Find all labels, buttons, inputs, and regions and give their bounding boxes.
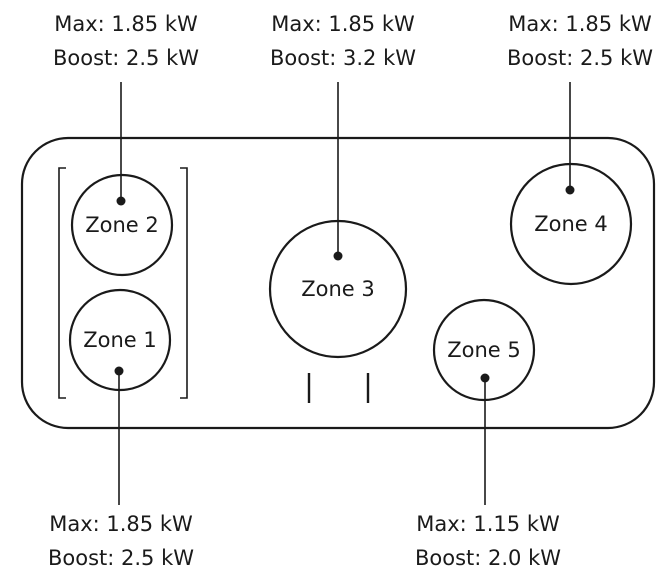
zone-2-max-text: Max: 1.85 kW — [54, 12, 198, 36]
zone-3-max-text: Max: 1.85 kW — [271, 12, 415, 36]
zone-2-boost-text: Boost: 2.5 kW — [53, 46, 199, 70]
zone-1-label: Zone 1 — [83, 328, 157, 352]
zone-2-circle — [70, 173, 174, 277]
zone-5-boost-text: Boost: 2.0 kW — [415, 546, 561, 570]
zone-1-max-text: Max: 1.85 kW — [49, 512, 193, 536]
anchor-dot-zone-4 — [565, 185, 575, 195]
zone-2-label: Zone 2 — [85, 213, 159, 237]
anchor-dot-zone-3 — [333, 251, 343, 261]
anchor-dot-zone-1 — [114, 366, 124, 376]
zone-4-circle — [509, 162, 633, 286]
anchor-dot-zone-2 — [116, 196, 126, 206]
zone-5-circle — [432, 298, 536, 402]
zone-1-circle — [68, 288, 172, 392]
bridge-bracket-right — [180, 167, 188, 399]
zone-4-label: Zone 4 — [534, 212, 608, 236]
bridge-bracket-left — [58, 167, 66, 399]
zone-5-max-text: Max: 1.15 kW — [416, 512, 560, 536]
zone-1-boost-text: Boost: 2.5 kW — [48, 546, 194, 570]
zone-4-boost-text: Boost: 2.5 kW — [507, 46, 653, 70]
anchor-dot-zone-5 — [480, 373, 490, 383]
zone-3-boost-text: Boost: 3.2 kW — [270, 46, 416, 70]
zone-3-label: Zone 3 — [301, 277, 375, 301]
zone-4-max-text: Max: 1.85 kW — [508, 12, 652, 36]
zone-5-label: Zone 5 — [447, 338, 521, 362]
